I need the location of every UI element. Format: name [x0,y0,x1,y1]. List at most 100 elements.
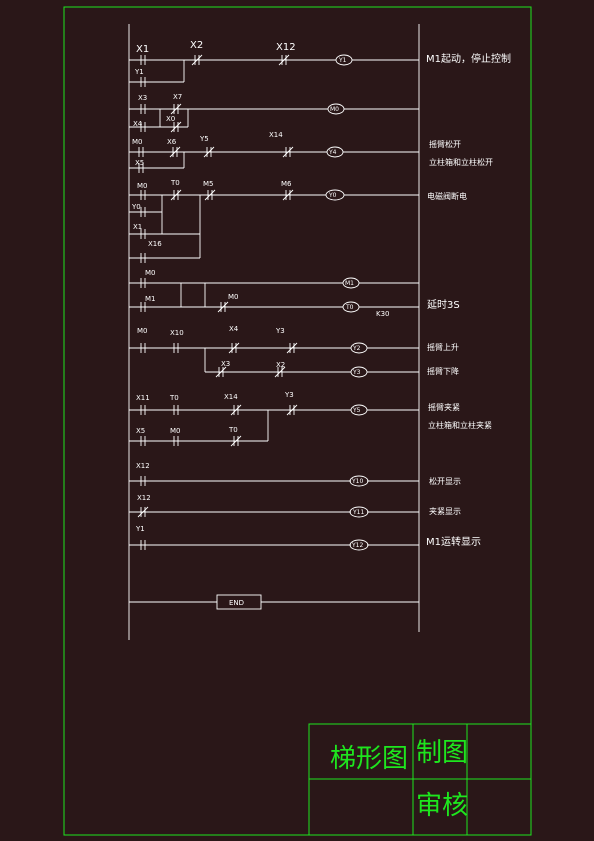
contact-m0-r5b [214,301,232,313]
coil-y11 [349,506,369,518]
title-drawing-name: 梯形图 [330,744,408,774]
label-x12-r9: X12 [137,494,151,502]
contact-x14-r7 [227,404,245,416]
label-t0-r4: T0 [170,179,180,187]
note-valve-off: 电磁阀断电 [427,191,467,201]
label-x14: X14 [269,131,283,139]
label-m0-r5b: M0 [228,293,239,301]
rung-2: X3 X7 X4 X0 M0 [129,93,419,133]
label-m0-r6: M0 [137,327,148,335]
label-x4-r6: X4 [229,325,239,333]
title-drawn-by: 制图 [416,738,468,768]
rung-10: Y1 Y12 [129,525,419,551]
label-m0-r7: M0 [170,427,181,435]
coil-y10 [349,475,369,487]
note-column-release: 立柱箱和立柱松开 [429,157,493,167]
contact-y3 [283,342,301,354]
label-m0-r5: M0 [145,269,156,277]
coil-label-y1: Y1 [338,57,347,64]
label-x11: X11 [136,394,150,402]
coil-label-m0: M0 [330,106,339,113]
note-arm-release: 摇臂松开 [429,139,461,149]
note-m1-start-stop: M1起动，停止控制 [426,52,511,65]
contact-x6 [166,146,184,158]
coil-y4 [326,146,344,158]
contact-x12-r9 [134,506,152,518]
label-x5-r7: X5 [136,427,145,435]
note-arm-down: 摇臂下降 [427,366,459,376]
label-x1-r4: X1 [133,223,142,231]
rung-7: X11 T0 X14 Y3 X5 M0 T0 Y5 [129,391,419,447]
coil-label-y11: Y11 [352,509,364,516]
contact-x14 [279,146,297,158]
coil-y2 [350,342,368,354]
title-block: 梯形图 制图 审核 [308,723,532,836]
label-t0-r7b: T0 [228,426,238,434]
label-x1: X1 [136,44,149,55]
title-checked-by: 审核 [416,791,468,821]
rung-9: X12 Y11 [129,494,419,518]
contact-x2 [188,54,206,66]
end-block [216,594,262,610]
contact-m6 [279,189,297,201]
note-arm-up: 摇臂上升 [427,342,459,352]
label-x10: X10 [170,329,184,337]
note-column-clamp: 立柱箱和立柱夹紧 [428,420,492,430]
coil-y3 [350,366,368,378]
coil-label-y0: Y0 [328,192,337,199]
coil-y1 [335,54,353,66]
note-release-display: 松开显示 [429,476,461,486]
label-m6: M6 [281,180,292,188]
label-x12: X12 [276,42,296,53]
contact-x7 [167,103,185,115]
rung-6: M0 X10 X4 Y3 X3 X2 Y2 Y3 [129,325,419,378]
contact-y5 [200,146,218,158]
coil-m0 [327,103,345,115]
label-x4: X4 [133,120,143,128]
label-m1: M1 [145,295,156,303]
contact-x12 [275,54,293,66]
contact-t0-r4 [167,189,185,201]
coil-label-m1: M1 [345,280,354,287]
rung-8: X12 Y10 [129,462,419,487]
end-rung: END [129,594,419,610]
label-x2: X2 [190,40,203,51]
coil-y5 [350,404,368,416]
drawing-frame [63,6,532,836]
coil-label-t0: T0 [345,304,354,311]
note-m1-run-display: M1运转显示 [426,535,481,548]
label-x2-r6: X2 [276,361,285,369]
label-t0-r7: T0 [169,394,179,402]
label-x5: X5 [135,159,144,167]
label-y3-r7: Y3 [284,391,294,399]
note-delay-3s: 延时3S [427,299,460,311]
note-arm-clamp: 摇臂夹紧 [428,402,460,412]
coil-label-y10: Y10 [351,478,363,485]
contact-x4-r6 [225,342,243,354]
coil-label-y5: Y5 [352,407,361,414]
rung-5: M0 M1 M0 M1 T0 K30 [129,269,419,318]
contact-x0 [167,121,185,133]
label-x0: X0 [166,115,175,123]
label-y1: Y1 [134,68,144,76]
label-m5: M5 [203,180,214,188]
coil-y0 [325,189,345,201]
rung-4: M0 T0 M5 M6 Y0 X1 X16 Y0 [129,179,419,264]
timer-constant: K30 [376,310,390,318]
label-x16: X16 [148,240,162,248]
label-y3: Y3 [275,327,285,335]
label-x12-r8: X12 [136,462,150,470]
coil-label-y2: Y2 [352,345,361,352]
label-m0-r4: M0 [137,182,148,190]
label-x14-r7: X14 [224,393,238,401]
contact-y3-r7 [283,404,301,416]
label-y5: Y5 [199,135,209,143]
label-m0-r3: M0 [132,138,143,146]
coil-label-y3: Y3 [352,369,361,376]
label-y0: Y0 [131,203,141,211]
label-x3: X3 [138,94,147,102]
rung-1: X1 X2 X12 Y1 Y1 [129,40,419,88]
coil-y12 [349,539,369,551]
rung-3: M0 X6 Y5 X14 X5 Y4 [129,131,419,174]
